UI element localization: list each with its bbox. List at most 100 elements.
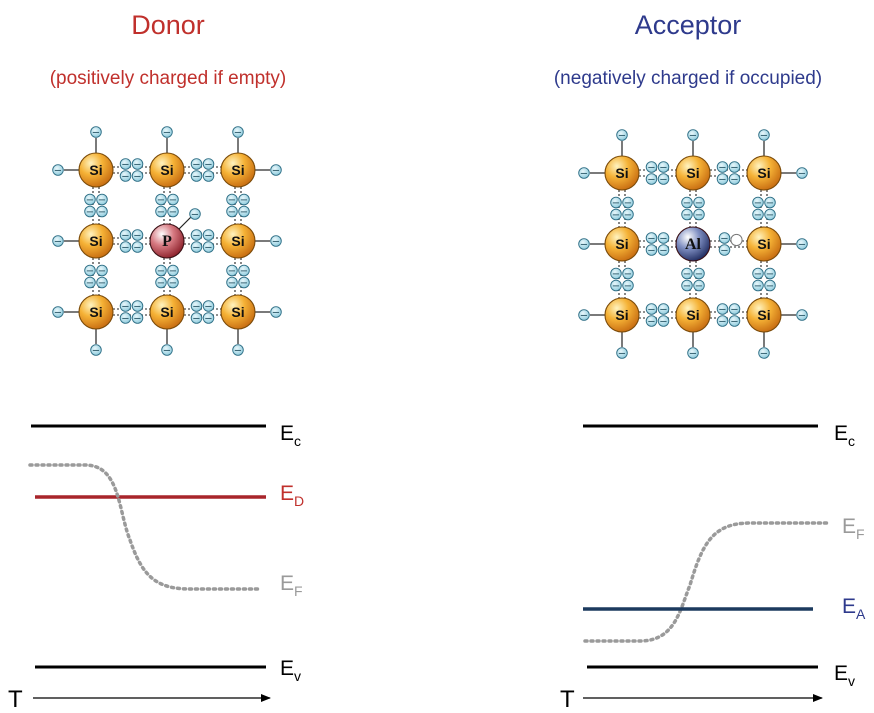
si-atom: Si — [746, 226, 782, 262]
electron: − — [657, 161, 670, 174]
svg-text:−: − — [718, 175, 726, 186]
svg-text:−: − — [86, 278, 94, 289]
svg-text:−: − — [204, 160, 212, 171]
svg-text:−: − — [133, 314, 141, 325]
electron: − — [232, 126, 244, 139]
electron: − — [681, 267, 693, 280]
si-atom: Si — [746, 155, 782, 191]
electron: − — [796, 238, 808, 251]
electron: − — [119, 170, 132, 183]
svg-text:−: − — [659, 175, 667, 186]
si-label: Si — [160, 304, 173, 320]
electron: − — [718, 232, 731, 245]
electron: − — [657, 232, 670, 245]
svg-text:−: − — [730, 317, 738, 328]
svg-text:−: − — [718, 317, 726, 328]
electron: − — [728, 303, 741, 316]
electron: − — [90, 126, 102, 139]
svg-text:−: − — [695, 198, 703, 209]
electron: − — [96, 193, 108, 206]
acceptor-electrons: −−−−−−−−−−−−−−−−−−−−−−−−−−−−−−−−−−−−−−−−… — [578, 129, 808, 360]
svg-text:−: − — [192, 231, 200, 242]
extra-electron: − — [178, 208, 201, 230]
electron: − — [728, 315, 741, 328]
svg-text:−: − — [157, 195, 165, 206]
svg-text:−: − — [98, 266, 106, 277]
si-atom: Si — [78, 223, 114, 259]
svg-text:−: − — [683, 198, 691, 209]
electron: − — [716, 303, 729, 316]
donor-ev-label: Ev — [280, 657, 301, 684]
svg-text:−: − — [121, 302, 129, 313]
svg-text:−: − — [798, 311, 806, 322]
electron: − — [657, 303, 670, 316]
svg-text:−: − — [689, 349, 697, 360]
svg-text:−: − — [157, 278, 165, 289]
electron: − — [610, 208, 622, 221]
svg-text:−: − — [760, 131, 768, 142]
electron: − — [752, 196, 764, 209]
svg-text:−: − — [157, 207, 165, 218]
electron: − — [716, 173, 729, 186]
svg-text:−: − — [169, 278, 177, 289]
svg-text:−: − — [683, 210, 691, 221]
electron: − — [167, 205, 179, 218]
svg-text:−: − — [163, 128, 171, 139]
electron: − — [764, 279, 776, 292]
electron: − — [270, 306, 282, 319]
electron: − — [84, 193, 96, 206]
electron: − — [190, 170, 203, 183]
acceptor-ev-label: Ev — [834, 662, 855, 689]
acceptor-ec-label: Ec — [834, 422, 855, 449]
svg-text:−: − — [618, 131, 626, 142]
electron: − — [645, 232, 658, 245]
svg-text:−: − — [730, 305, 738, 316]
electron: − — [131, 158, 144, 171]
svg-text:−: − — [228, 195, 236, 206]
svg-text:−: − — [659, 234, 667, 245]
svg-text:−: − — [695, 281, 703, 292]
svg-text:−: − — [204, 314, 212, 325]
svg-text:−: − — [647, 234, 655, 245]
si-atom: Si — [604, 155, 640, 191]
electron: − — [657, 315, 670, 328]
svg-text:−: − — [92, 128, 100, 139]
si-atom: Si — [746, 297, 782, 333]
electron: − — [202, 158, 215, 171]
svg-text:−: − — [618, 349, 626, 360]
electron: − — [796, 167, 808, 180]
acceptor-ef-label: EF — [842, 515, 865, 542]
electron: − — [716, 161, 729, 174]
svg-text:−: − — [240, 278, 248, 289]
svg-text:−: − — [86, 207, 94, 218]
svg-text:−: − — [720, 246, 728, 257]
electron: − — [52, 235, 64, 248]
donor-fermi-curve — [28, 463, 260, 591]
electron: − — [622, 267, 634, 280]
svg-text:−: − — [54, 166, 62, 177]
electron: − — [202, 300, 215, 313]
si-label: Si — [686, 307, 699, 323]
electron: − — [190, 229, 203, 242]
svg-text:−: − — [191, 210, 199, 221]
svg-text:−: − — [272, 308, 280, 319]
svg-text:−: − — [272, 166, 280, 177]
electron: − — [84, 276, 96, 289]
electron: − — [645, 244, 658, 257]
svg-text:−: − — [86, 195, 94, 206]
svg-text:−: − — [624, 210, 632, 221]
svg-text:−: − — [718, 305, 726, 316]
acceptor-impurity-atom: Al — [675, 226, 711, 262]
donor-ec-label: Ec — [280, 422, 301, 449]
electron: − — [578, 167, 590, 180]
electron: − — [238, 193, 250, 206]
si-atom: Si — [604, 226, 640, 262]
svg-text:−: − — [730, 175, 738, 186]
svg-text:−: − — [766, 198, 774, 209]
electron: − — [90, 344, 102, 357]
svg-text:−: − — [121, 231, 129, 242]
svg-text:−: − — [204, 302, 212, 313]
extra-electron-icon: − — [189, 208, 201, 221]
electron: − — [610, 267, 622, 280]
electron: − — [190, 300, 203, 313]
